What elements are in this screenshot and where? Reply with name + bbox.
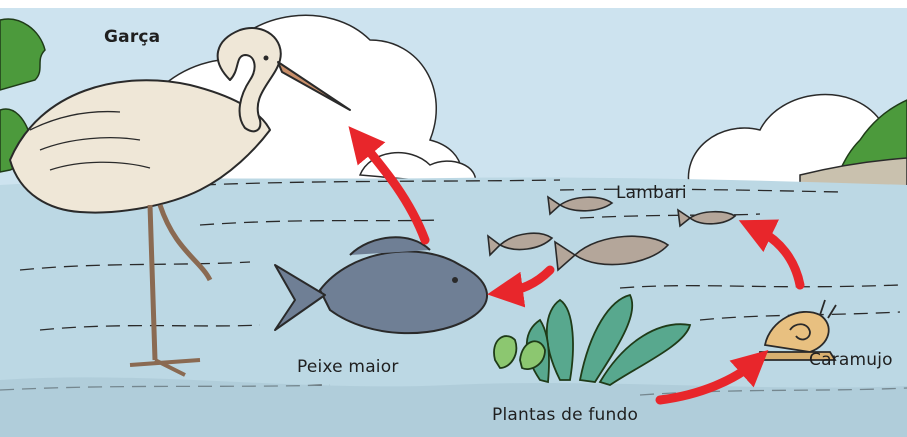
top-border <box>0 0 907 8</box>
heron-eye <box>264 56 269 61</box>
lambari-label: Lambari <box>616 183 687 203</box>
big-fish-label: Peixe maior <box>297 357 399 377</box>
heron-label: Garça <box>104 27 160 47</box>
plants-label: Plantas de fundo <box>492 405 638 425</box>
snail-label: Caramujo <box>809 350 893 370</box>
